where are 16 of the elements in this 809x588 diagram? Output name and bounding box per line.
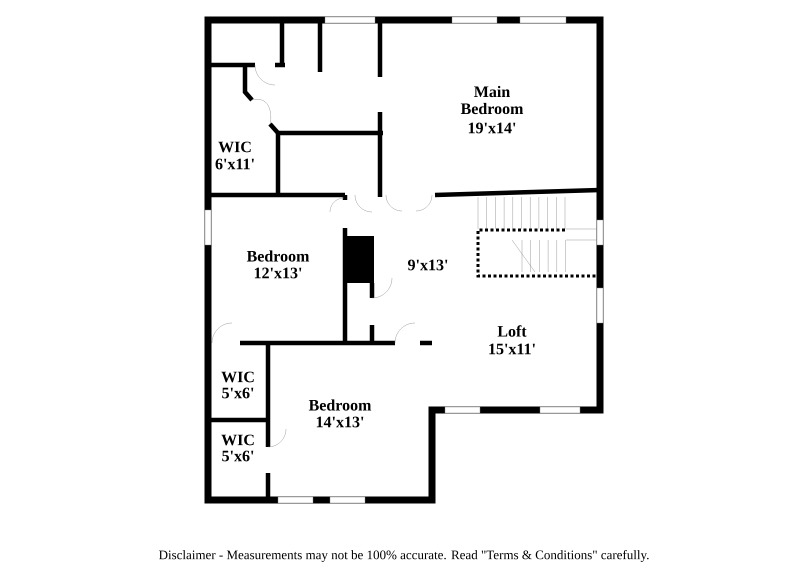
room-name: WIC xyxy=(218,142,251,152)
room-name: Loft xyxy=(498,325,527,337)
room-dimensions: 19'x14' xyxy=(468,122,516,134)
room-dimensions: 5'x6' xyxy=(222,450,254,462)
room-name: WIC xyxy=(221,434,254,446)
room-name: WIC xyxy=(221,372,254,382)
room-name: Main Bedroom xyxy=(460,86,524,114)
room-dimensions: 15'x11' xyxy=(489,344,535,354)
room-dimensions: 6'x11' xyxy=(216,158,254,170)
room-name: Bedroom xyxy=(308,399,372,411)
room-dimensions: 5'x6' xyxy=(222,388,254,398)
room-dimensions: 14'x13' xyxy=(316,416,364,428)
room-dimensions: 9'x13' xyxy=(408,260,448,270)
disclaimer: Disclaimer - Measurements may not be 100% accurate. Read "Terms & Conditions" carefully. xyxy=(158,550,649,562)
room-dimensions: 12'x13' xyxy=(254,268,302,278)
room-name: Bedroom xyxy=(246,250,310,262)
